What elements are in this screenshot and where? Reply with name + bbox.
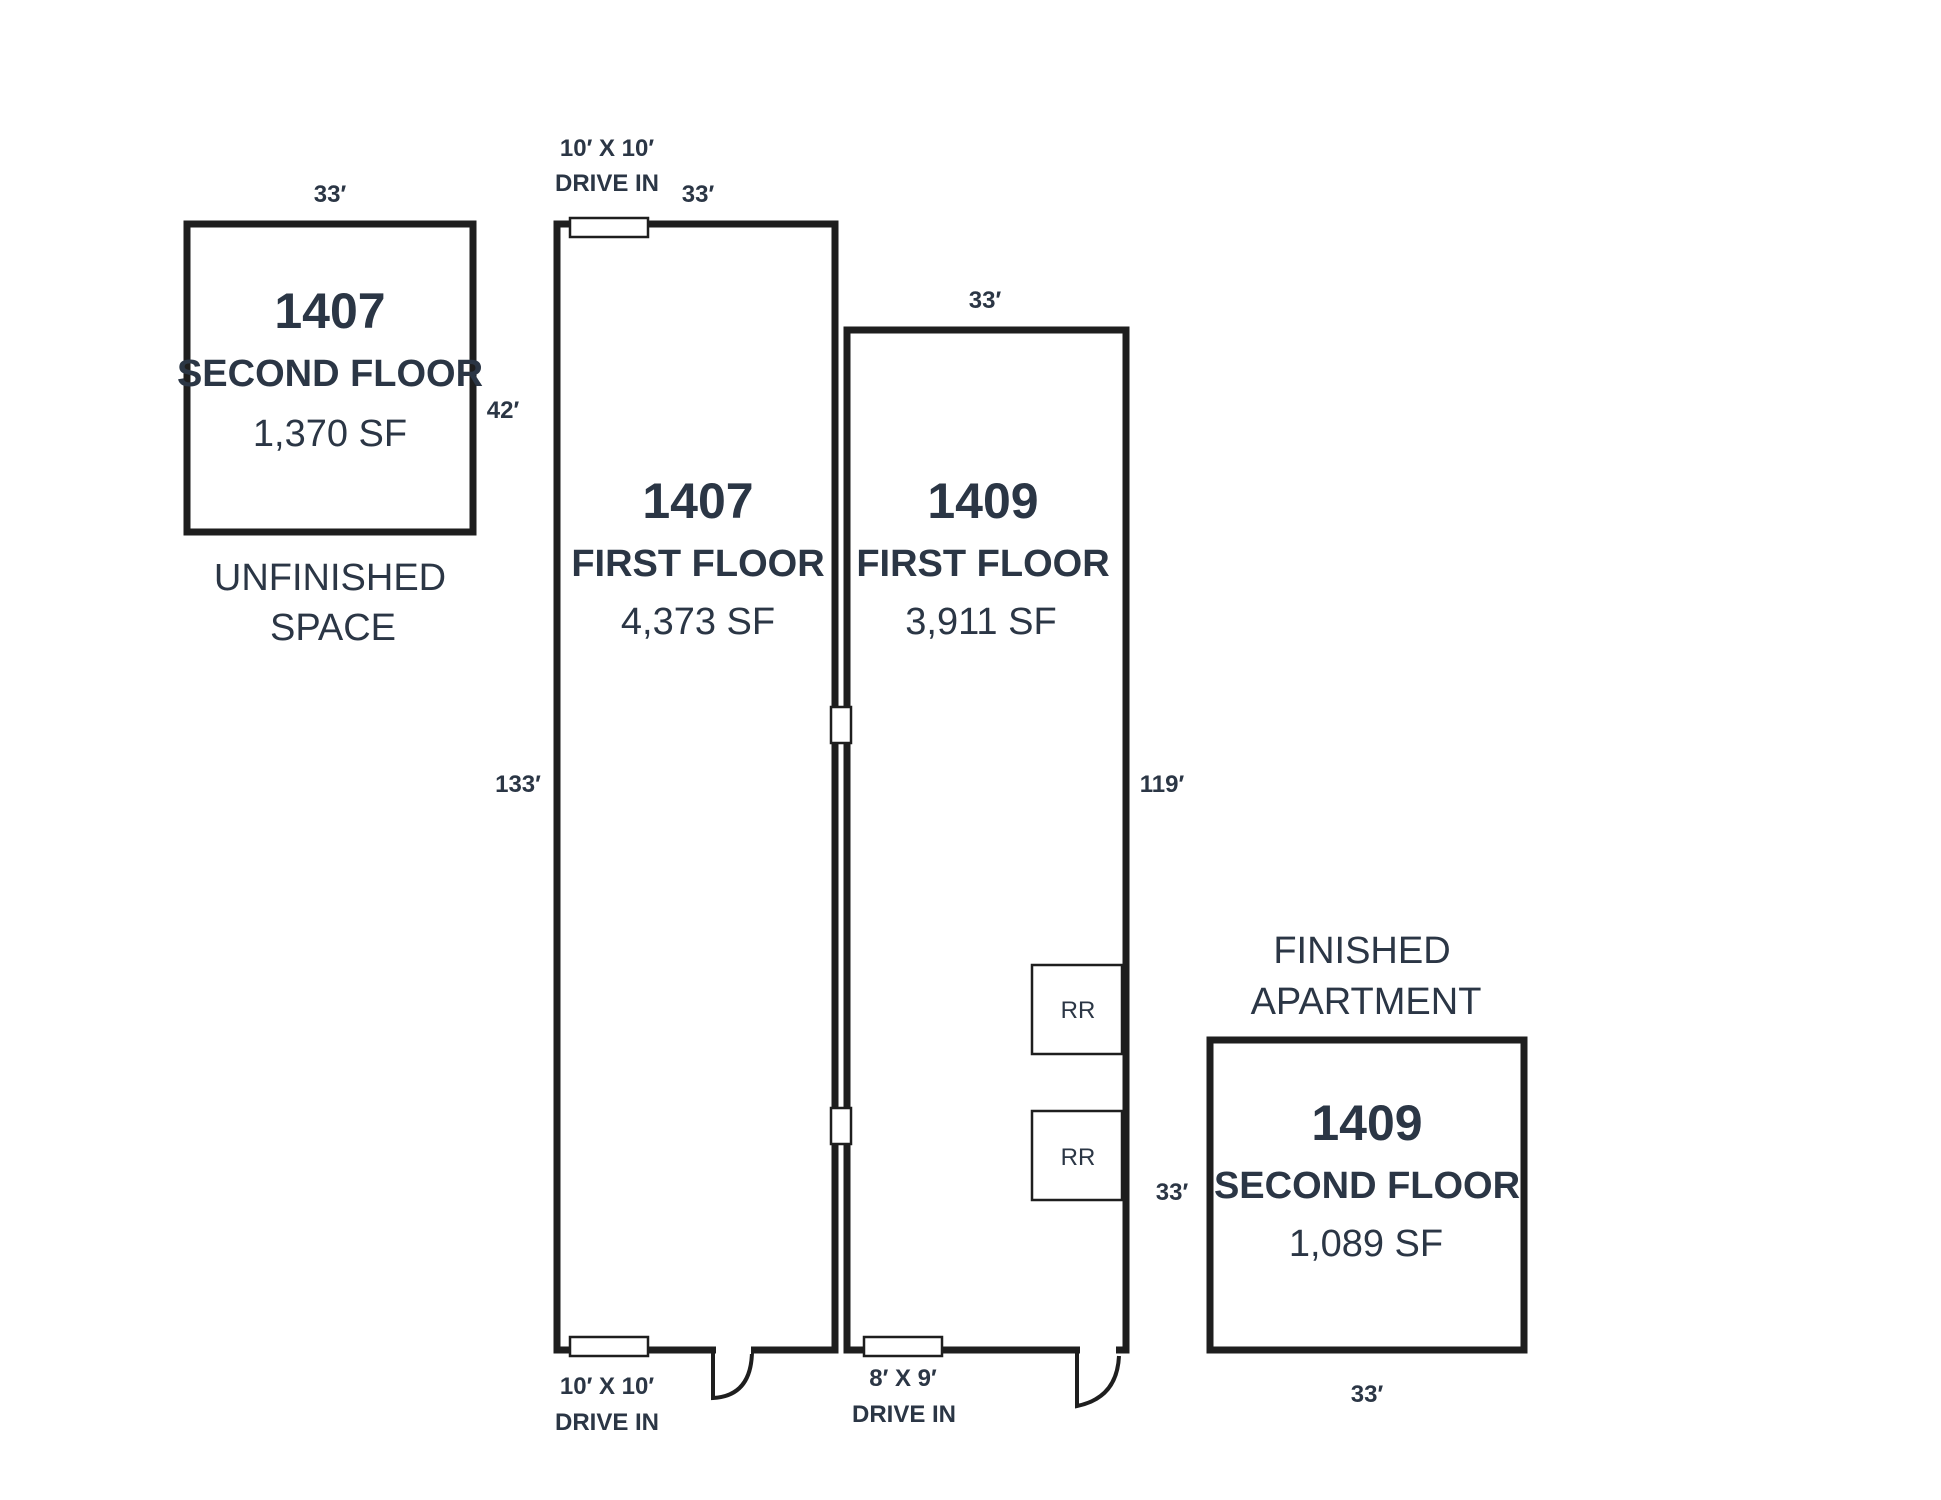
unit-1407-second-width-dim: 33′	[314, 181, 347, 208]
unit-1409-first-number: 1409	[927, 473, 1038, 529]
unit-1409-second-floor-outline	[1206, 1036, 1528, 1354]
unit-1409-first-floor-outline	[843, 326, 1130, 1354]
unit-1407-bottom-drive-in-door	[568, 1335, 650, 1358]
restroom-1-label: RR	[1061, 997, 1096, 1024]
restroom-1	[1030, 963, 1124, 1056]
unit-1407-second-caption-line1: UNFINISHED	[214, 557, 446, 599]
unit-1409-first-floor: RR RR 33′ 119′ 1409 FIRST FLOOR 3,911 SF…	[829, 287, 1185, 1428]
unit-1407-first-floor-outline	[553, 220, 839, 1354]
unit-1407-first-floor-label: FIRST FLOOR	[571, 543, 824, 585]
unit-1409-second-depth-dim: 33′	[1156, 1179, 1189, 1206]
unit-1407-first-floor: 10′ X 10′ DRIVE IN 33′ 133′ 1407 FIRST F…	[495, 135, 839, 1436]
party-wall-opening-lower	[829, 1106, 853, 1146]
restroom-2	[1030, 1109, 1124, 1202]
unit-1407-second-area: 1,370 SF	[253, 413, 407, 455]
unit-1409-first-floor-label: FIRST FLOOR	[856, 543, 1109, 585]
unit-1407-first-depth-dim: 133′	[495, 771, 541, 798]
unit-1407-second-caption-line2: SPACE	[270, 607, 396, 649]
unit-1407-second-floor-label: SECOND FLOOR	[177, 353, 483, 395]
unit-1407-first-width-dim: 33′	[682, 181, 715, 208]
party-wall-opening-upper	[829, 705, 853, 745]
unit-1407-first-area: 4,373 SF	[621, 601, 775, 643]
restroom-2-label: RR	[1061, 1144, 1096, 1171]
unit-1407-first-number: 1407	[642, 473, 753, 529]
unit-1409-drive-in-door	[862, 1335, 944, 1358]
unit-1407-top-door-note-line1: 10′ X 10′	[560, 135, 654, 162]
unit-1409-second-width-dim: 33′	[1351, 1381, 1384, 1408]
unit-1409-second-caption-line2: APARTMENT	[1251, 981, 1482, 1023]
unit-1407-second-depth-dim: 42′	[487, 397, 520, 424]
unit-1409-first-area: 3,911 SF	[905, 601, 1056, 643]
unit-1407-bottom-door-note-line2: DRIVE IN	[555, 1409, 659, 1436]
unit-1409-second-floor: FINISHED APARTMENT 33′ 33′ 1409 SECOND F…	[1156, 930, 1528, 1408]
unit-1407-top-drive-in-door	[568, 216, 650, 239]
unit-1409-door-note-line1: 8′ X 9′	[869, 1365, 937, 1392]
unit-1409-man-door	[1075, 1350, 1121, 1409]
unit-1407-second-number: 1407	[274, 283, 385, 339]
unit-1409-second-floor-label: SECOND FLOOR	[1214, 1165, 1520, 1207]
unit-1409-second-area: 1,089 SF	[1289, 1223, 1443, 1265]
unit-1409-first-width-dim: 33′	[969, 287, 1002, 314]
unit-1407-top-door-note-line2: DRIVE IN	[555, 170, 659, 197]
unit-1407-second-floor: 33′ 42′ 1407 SECOND FLOOR 1,370 SF UNFIN…	[177, 181, 520, 649]
unit-1409-second-caption-line1: FINISHED	[1273, 930, 1450, 972]
unit-1409-first-depth-dim: 119′	[1140, 771, 1185, 798]
unit-1409-second-number: 1409	[1311, 1095, 1422, 1151]
unit-1409-door-note-line2: DRIVE IN	[852, 1401, 956, 1428]
unit-1407-man-door	[711, 1349, 754, 1401]
unit-1407-second-floor-outline	[183, 220, 477, 536]
unit-1407-bottom-door-note-line1: 10′ X 10′	[560, 1373, 654, 1400]
